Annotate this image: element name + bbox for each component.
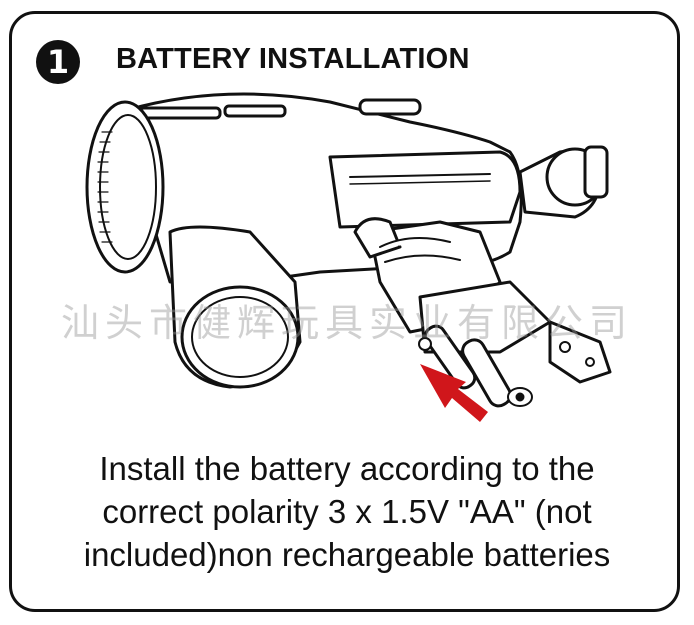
battery-2: [461, 338, 512, 408]
insert-arrow-icon: [420, 364, 488, 422]
instructions-line-2: correct polarity 3 x 1.5V "AA" (not: [102, 493, 592, 530]
section-title: BATTERY INSTALLATION: [116, 43, 470, 75]
top-button: [358, 98, 422, 116]
top-vent-2: [223, 104, 287, 118]
front-lens-inner: [99, 114, 157, 260]
battery-door: [548, 320, 612, 384]
instructions-line-1: Install the battery according to the: [99, 450, 595, 487]
instructions-line-3: included)non rechargeable batteries: [83, 536, 611, 573]
instructions-text: Install the battery according to the cor…: [20, 447, 674, 576]
step-number-icon: 1: [36, 40, 80, 84]
battery-1: [423, 324, 477, 390]
side-housing: [328, 150, 522, 229]
device-illustration: [85, 92, 612, 422]
step-number: 1: [46, 43, 70, 81]
top-vent: [138, 106, 222, 120]
